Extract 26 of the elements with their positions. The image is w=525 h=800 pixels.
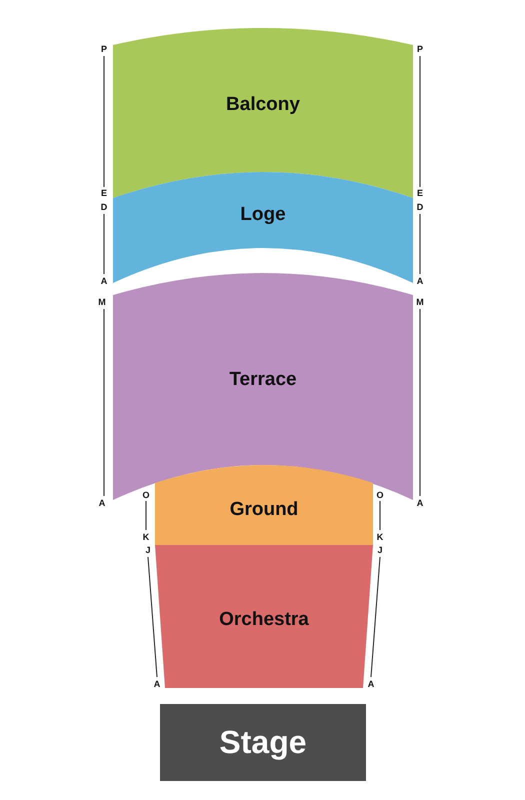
row-letter: M <box>97 297 107 307</box>
row-letter: O <box>375 490 384 500</box>
row-letter: J <box>144 545 152 555</box>
section-label: Loge <box>239 204 287 226</box>
row-letter: K <box>376 532 384 542</box>
row-letter: A <box>100 276 108 286</box>
row-letter: D <box>100 202 108 212</box>
row-letter: A <box>416 276 424 286</box>
row-letter: O <box>141 490 150 500</box>
row-letter: E <box>100 188 108 198</box>
row-letter: P <box>416 44 424 54</box>
row-letter: D <box>416 202 424 212</box>
row-letter: P <box>100 44 108 54</box>
section-label: Stage <box>218 724 308 761</box>
row-letter: K <box>142 532 150 542</box>
section-label: Ground <box>228 499 300 521</box>
row-letter: M <box>415 297 425 307</box>
row-letter: E <box>416 188 424 198</box>
row-letter: J <box>376 545 384 555</box>
section-label: Balcony <box>225 94 301 116</box>
row-letter: A <box>366 679 376 689</box>
row-letter: A <box>98 498 106 508</box>
section-label: Orchestra <box>218 609 310 631</box>
row-letter: A <box>152 679 162 689</box>
row-letter: A <box>416 498 424 508</box>
section-label: Terrace <box>228 369 298 391</box>
